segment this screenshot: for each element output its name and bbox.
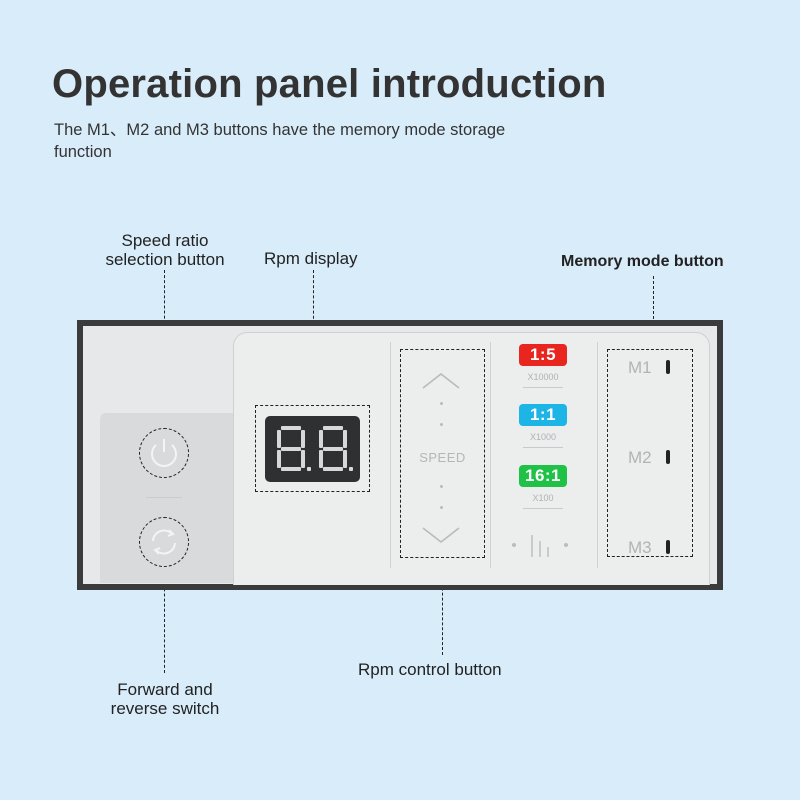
speed-dot — [440, 402, 443, 405]
forward-reverse-switch[interactable] — [139, 517, 189, 567]
memory-mode-highlight — [607, 349, 693, 557]
page-title: Operation panel introduction — [52, 62, 607, 106]
ratio-underline — [523, 447, 563, 448]
memory-mode-callout: Memory mode button — [561, 253, 724, 270]
forward-reverse-leader — [164, 568, 165, 673]
reverse-arrows-icon — [151, 528, 176, 555]
m2-indicator-led — [666, 450, 670, 464]
speed-dot — [440, 506, 443, 509]
rpm-control-leader — [442, 558, 443, 655]
memory-button-m2[interactable]: M2 — [628, 448, 652, 467]
ratio-underline — [523, 508, 563, 509]
forward-reverse-callout-line2: reverse switch — [110, 699, 220, 718]
ratio-badge-1-5: 1:5 — [519, 344, 567, 366]
ratio-underline — [523, 387, 563, 388]
speed-ratio-callout-line1: Speed ratio — [121, 231, 209, 250]
ratio-multiplier: X1000 — [529, 432, 557, 442]
bars-icon — [512, 535, 568, 557]
forward-reverse-callout: Forward and reverse switch — [92, 680, 238, 718]
memory-button-m1[interactable]: M1 — [628, 358, 652, 377]
panel-divider-3 — [597, 342, 598, 568]
rpm-display-callout: Rpm display — [264, 249, 358, 268]
memory-button-m3[interactable]: M3 — [628, 538, 652, 557]
rpm-display — [265, 416, 360, 482]
speed-ratio-callout-line2: selection button — [105, 250, 225, 269]
rpm-control-button[interactable] — [400, 349, 485, 558]
panel-divider-2 — [490, 342, 491, 568]
panel-divider-1 — [390, 342, 391, 568]
speed-dot — [440, 423, 443, 426]
digit-2 — [319, 426, 353, 471]
m3-indicator-led — [666, 540, 670, 554]
forward-reverse-callout-line1: Forward and — [117, 680, 213, 699]
rpm-display-highlight — [255, 405, 370, 492]
rpm-control-callout: Rpm control button — [358, 660, 502, 679]
m1-indicator-led — [666, 360, 670, 374]
speed-dot — [440, 485, 443, 488]
power-icon — [150, 438, 177, 467]
speed-label: SPEED — [419, 450, 466, 465]
ratio-multiplier: X10000 — [527, 372, 559, 382]
memory-mode-leader — [653, 276, 654, 349]
chevron-down-icon[interactable] — [421, 524, 461, 544]
ratio-multiplier: X100 — [532, 493, 554, 503]
ratio-badge-1-1: 1:1 — [519, 404, 567, 426]
ratio-badge-16-1: 16:1 — [519, 465, 567, 487]
digit-1 — [277, 426, 311, 471]
speed-ratio-callout: Speed ratio selection button — [92, 231, 238, 269]
page-subtitle: The M1、M2 and M3 buttons have the memory… — [54, 121, 506, 161]
seven-segment-digits — [277, 426, 353, 471]
chevron-up-icon[interactable] — [421, 372, 461, 392]
speed-ratio-button[interactable] — [139, 428, 189, 478]
button-separator — [146, 497, 182, 498]
